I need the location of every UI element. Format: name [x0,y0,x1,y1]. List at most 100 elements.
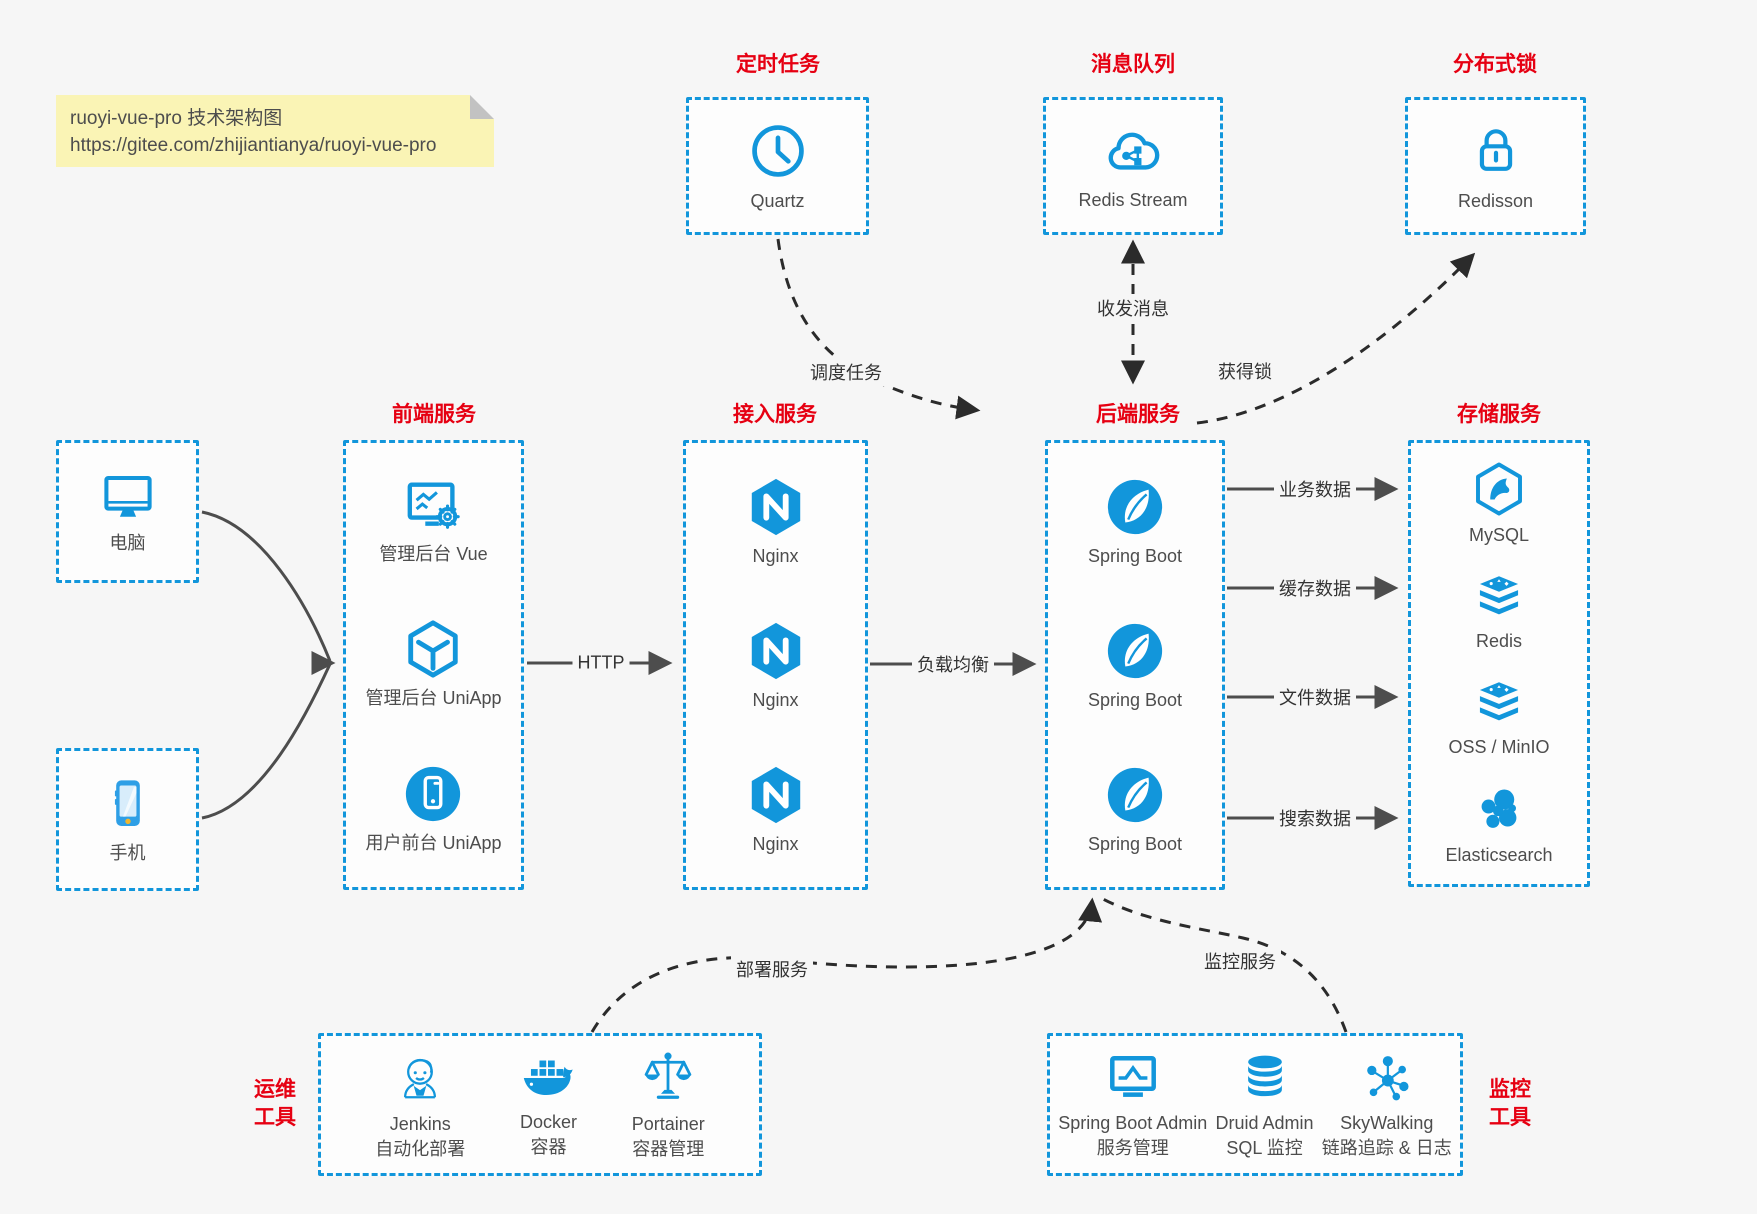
group-title-scheduled-task: 定时任务 [736,53,820,76]
skywalking-icon [1360,1051,1414,1105]
edge-label-send-receive-message: 收发消息 [1092,294,1174,322]
admin-vue-icon [403,476,465,536]
node-spring-boot-1: Spring Boot [1088,476,1182,567]
edge-label-schedule-task: 调度任务 [805,358,887,386]
admin-vue-label: 管理后台 Vue [379,543,488,564]
pc-label: 电脑 [109,533,146,553]
redisson-box: Redisson [1405,97,1586,235]
redis-icon [1471,571,1527,623]
jenkins-desc: 自动化部署 [375,1138,466,1159]
edge-label-acquire-lock: 获得锁 [1213,357,1277,385]
nginx-label: Nginx [752,833,799,854]
spring-boot-label: Spring Boot [1087,689,1183,710]
group-title-backend: 后端服务 [1096,403,1180,426]
druid-admin-name: Druid Admin [1215,1112,1314,1133]
elasticsearch-label: Elasticsearch [1445,844,1553,865]
druid-admin-desc: SQL 监控 [1226,1137,1303,1158]
dashed-arrow-deploy-service [590,897,1103,1033]
note-url: https://gitee.com/zhijiantianya/ruoyi-vu… [70,135,437,156]
oss-minio-icon [1471,677,1527,729]
node-spring-boot-admin: Spring Boot Admin 服务管理 [1058,1051,1207,1159]
spring-boot-icon [1104,620,1166,682]
oss-minio-label: OSS / MinIO [1448,736,1550,757]
node-druid-admin: Druid Admin SQL 监控 [1216,1051,1314,1159]
user-app-icon [402,763,464,825]
spring-boot-admin-icon [1104,1051,1162,1105]
pc-box: 电脑 [56,440,199,583]
edge-label-deploy-service: 部署服务 [731,955,813,983]
spring-boot-icon [1104,764,1166,826]
lock-icon [1466,121,1526,181]
node-docker: Docker 容器 [519,1052,577,1158]
node-spring-boot-3: Spring Boot [1088,764,1182,855]
user-uniapp-label: 用户前台 UniApp [365,833,502,854]
node-mysql: MySQL [1469,461,1529,546]
phone-box: 手机 [56,748,199,891]
edge-label-search-data: 搜索数据 [1274,804,1356,832]
quartz-box: Quartz [686,97,869,235]
edge-label-load-balance: 负载均衡 [912,650,994,678]
node-nginx-2: Nginx [745,620,807,711]
spring-boot-label: Spring Boot [1087,833,1183,854]
desktop-icon [99,469,157,523]
node-nginx-1: Nginx [745,476,807,567]
redis-label: Redis [1475,631,1523,652]
smartphone-icon [101,775,155,833]
uniapp-cube-icon [402,618,464,680]
nginx-label: Nginx [752,545,799,566]
jenkins-name: Jenkins [389,1113,451,1134]
docker-icon [519,1052,577,1104]
skywalking-desc: 链路追踪 & 日志 [1321,1137,1452,1158]
note-title: ruoyi-vue-pro 技术架构图 [70,108,283,129]
group-title-gateway: 接入服务 [733,403,817,426]
node-nginx-3: Nginx [745,764,807,855]
edge-label-file-data: 文件数据 [1274,683,1356,711]
portainer-icon [640,1050,696,1106]
jenkins-icon [392,1050,448,1106]
frontend-box: 管理后台 Vue 管理后台 UniApp 用户前台 UniApp [343,440,524,890]
node-jenkins: Jenkins 自动化部署 [375,1050,465,1160]
spring-boot-label: Spring Boot [1087,545,1183,566]
druid-database-icon [1238,1051,1292,1105]
mysql-icon [1471,461,1527,517]
arrow-phone-to-frontend [201,663,332,820]
node-elasticsearch: Elasticsearch [1445,783,1553,866]
edge-label-monitor-service: 监控服务 [1199,947,1281,975]
monitor-tools-box: Spring Boot Admin 服务管理 Druid Admin SQL 监… [1047,1033,1463,1176]
group-title-message-queue: 消息队列 [1091,53,1175,76]
node-spring-boot-2: Spring Boot [1088,620,1182,711]
nginx-icon [745,620,807,682]
nginx-icon [745,764,807,826]
node-admin-vue: 管理后台 Vue [379,476,488,565]
nginx-label: Nginx [752,689,799,710]
edge-label-http: HTTP [572,651,630,675]
portainer-desc: 容器管理 [632,1138,705,1159]
group-title-distributed-lock: 分布式锁 [1453,53,1537,76]
gateway-box: Nginx Nginx Nginx [683,440,868,890]
edge-label-business-data: 业务数据 [1274,475,1356,503]
cloud-message-icon [1102,122,1164,180]
node-oss-minio: OSS / MinIO [1448,677,1550,758]
group-title-storage: 存储服务 [1457,403,1541,426]
redisson-label: Redisson [1457,190,1534,211]
nginx-icon [745,476,807,538]
edge-label-cache-data: 缓存数据 [1274,574,1356,602]
group-title-monitor-tools: 监控 工具 [1489,1078,1531,1129]
docker-desc: 容器 [530,1136,567,1157]
node-redis: Redis [1471,571,1527,652]
group-title-frontend: 前端服务 [392,403,476,426]
clock-icon [748,121,808,181]
spring-boot-admin-desc: 服务管理 [1096,1137,1169,1158]
dashed-arrow-acquire-lock [1196,252,1476,425]
quartz-label: Quartz [750,190,805,211]
elasticsearch-icon [1471,783,1527,837]
phone-label: 手机 [109,843,146,863]
sticky-note: ruoyi-vue-pro 技术架构图 https://gitee.com/zh… [56,95,494,167]
group-title-ops-tools: 运维 工具 [254,1078,296,1129]
spring-boot-admin-name: Spring Boot Admin [1058,1112,1208,1133]
ops-tools-box: Jenkins 自动化部署 Docker 容器 Portainer 容器管理 [318,1033,762,1176]
backend-box: Spring Boot Spring Boot Spring Boot [1045,440,1225,890]
redis-stream-label: Redis Stream [1078,189,1188,210]
mysql-label: MySQL [1468,525,1529,546]
